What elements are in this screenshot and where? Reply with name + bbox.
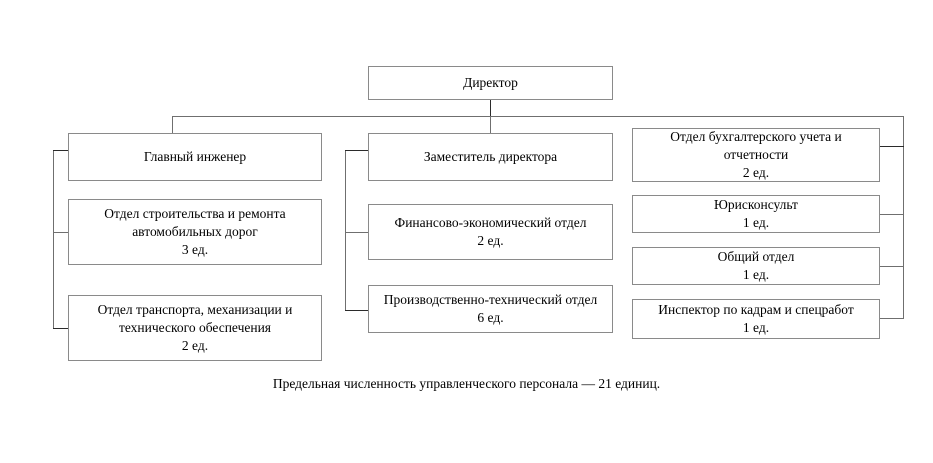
node-financial-economic-department-count: 2 ед. xyxy=(477,233,504,248)
node-accounting-reporting-department[interactable]: Отдел бухгалтерского учета и отчетности … xyxy=(632,128,880,182)
connector-right-bracket-stub-child-3 xyxy=(880,266,904,267)
node-legal-adviser-line1: Юрисконсульт xyxy=(714,196,798,212)
node-chief-engineer-label: Главный инженер xyxy=(143,148,247,164)
node-road-construction-repair-department-line1: Отдел строительства и ремонта xyxy=(104,205,286,221)
node-director[interactable]: Директор xyxy=(368,66,613,100)
connector-to-direct-reports-bracket xyxy=(903,116,904,146)
node-financial-economic-department-line1: Финансово-экономический отдел xyxy=(394,214,587,230)
node-accounting-reporting-department-count: 2 ед. xyxy=(742,165,770,181)
node-general-department-line1: Общий отдел xyxy=(717,248,795,264)
node-production-technical-department-count: 6 ед. xyxy=(477,310,504,325)
node-production-technical-department[interactable]: Производственно-технический отдел 6 ед. xyxy=(368,285,613,333)
connector-director-drop xyxy=(490,100,491,117)
connector-left-bracket-stub-child-2 xyxy=(53,328,69,329)
connector-middle-bracket-spine xyxy=(345,150,346,310)
connector-left-bracket-spine xyxy=(53,150,54,329)
node-deputy-director-label: Заместитель директора xyxy=(423,148,558,164)
node-road-construction-repair-department[interactable]: Отдел строительства и ремонта автомобиль… xyxy=(68,199,322,265)
node-transport-mechanization-department-line1: Отдел транспорта, механизации и xyxy=(97,301,293,317)
total-headcount-note-text: Предельная численность управленческого п… xyxy=(272,376,661,391)
node-deputy-director[interactable]: Заместитель директора xyxy=(368,133,613,181)
node-transport-mechanization-department-line2: технического обеспечения xyxy=(118,319,272,335)
node-general-department[interactable]: Общий отдел 1 ед. xyxy=(632,247,880,285)
connector-left-bracket-stub-child-1 xyxy=(53,232,69,233)
connector-to-deputy-director xyxy=(490,116,491,133)
total-headcount-note: Предельная численность управленческого п… xyxy=(0,376,933,392)
connector-to-chief-engineer xyxy=(172,116,173,133)
node-road-construction-repair-department-line2: автомобильных дорог xyxy=(132,223,258,239)
connector-middle-bracket-stub-head xyxy=(345,150,369,151)
connector-right-bracket-stub-child-1 xyxy=(880,146,904,147)
node-accounting-reporting-department-line1: Отдел бухгалтерского учета и xyxy=(670,128,842,144)
node-hr-special-works-inspector-count: 1 ед. xyxy=(742,320,770,335)
node-road-construction-repair-department-count: 3 ед. xyxy=(181,242,209,258)
node-production-technical-department-line1: Производственно-технический отдел xyxy=(383,291,598,307)
connector-right-bracket-spine xyxy=(903,146,904,318)
node-transport-mechanization-department[interactable]: Отдел транспорта, механизации и техничес… xyxy=(68,295,322,361)
node-hr-special-works-inspector[interactable]: Инспектор по кадрам и спецработ 1 ед. xyxy=(632,299,880,339)
node-financial-economic-department[interactable]: Финансово-экономический отдел 2 ед. xyxy=(368,204,613,260)
node-transport-mechanization-department-count: 2 ед. xyxy=(181,338,209,354)
node-chief-engineer[interactable]: Главный инженер xyxy=(68,133,322,181)
node-legal-adviser-count: 1 ед. xyxy=(742,215,770,230)
connector-right-bracket-stub-child-2 xyxy=(880,214,904,215)
node-accounting-reporting-department-line2: отчетности xyxy=(723,146,789,162)
connector-right-bracket-stub-child-4 xyxy=(880,318,904,319)
connector-middle-bracket-stub-child-1 xyxy=(345,232,369,233)
node-hr-special-works-inspector-line1: Инспектор по кадрам и спецработ xyxy=(658,301,854,317)
node-general-department-count: 1 ед. xyxy=(742,267,770,282)
connector-distribution-bar xyxy=(172,116,903,117)
node-director-label: Директор xyxy=(463,74,518,90)
node-legal-adviser[interactable]: Юрисконсульт 1 ед. xyxy=(632,195,880,233)
connector-middle-bracket-stub-child-2 xyxy=(345,310,369,311)
connector-left-bracket-stub-head xyxy=(53,150,69,151)
